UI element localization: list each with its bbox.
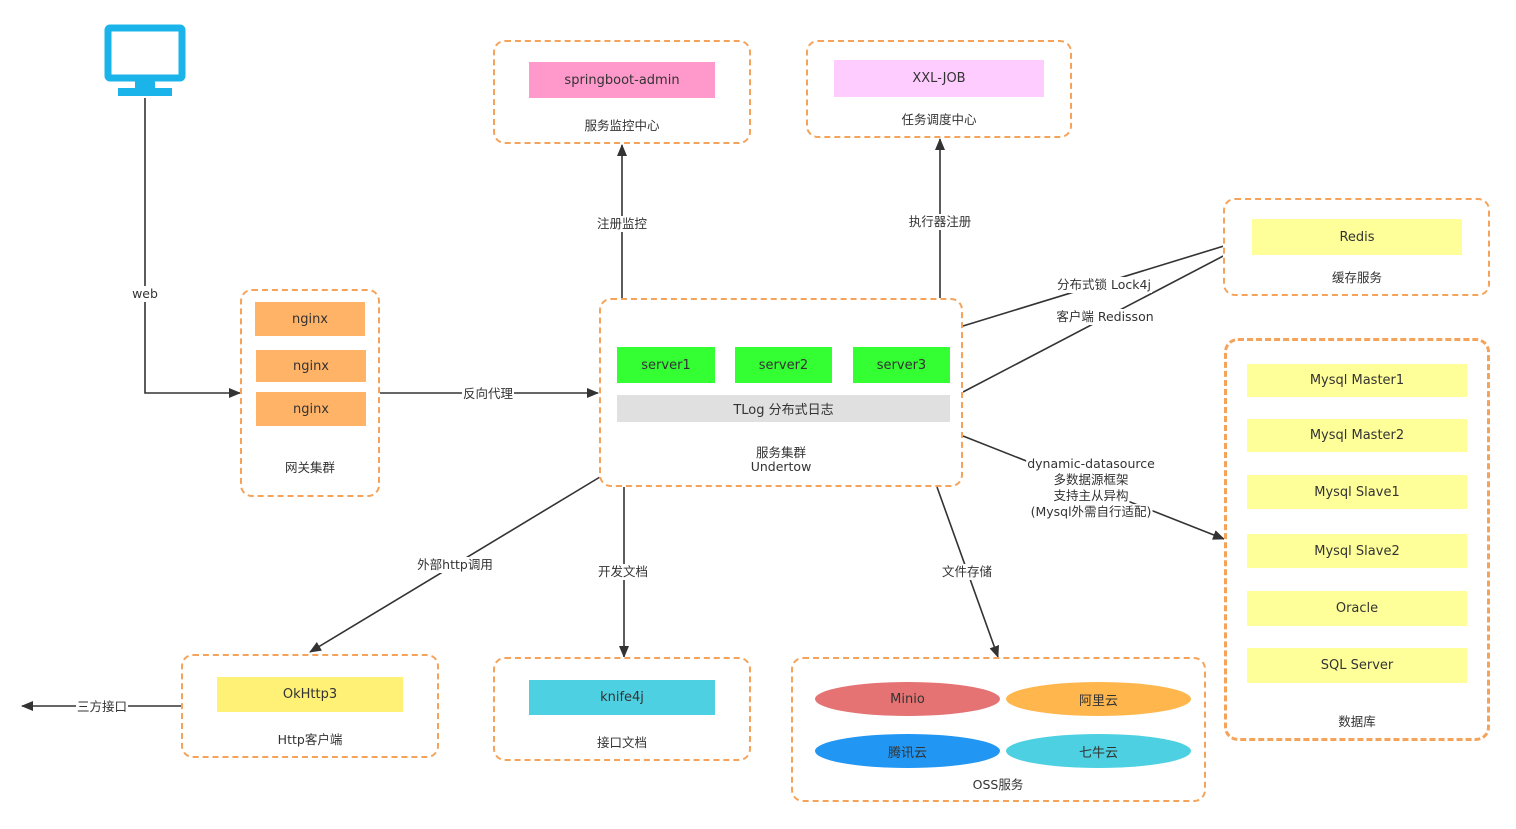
tlog-bar[interactable]: TLog 分布式日志	[617, 395, 950, 422]
datasource-label-line3: 支持主从异构	[1052, 488, 1130, 504]
lock4j-label: 分布式锁 Lock4j	[1056, 277, 1152, 293]
nginx-node-1[interactable]: nginx	[255, 302, 365, 336]
server2-node[interactable]: server2	[735, 347, 832, 383]
oracle-node[interactable]: Oracle	[1247, 591, 1467, 626]
dev-docs-label: 开发文档	[596, 564, 650, 580]
server3-node[interactable]: server3	[853, 347, 950, 383]
monitor-icon	[104, 24, 186, 96]
mysql-master1-node[interactable]: Mysql Master1	[1247, 364, 1467, 397]
okhttp3-node[interactable]: OkHttp3	[217, 677, 403, 712]
xxl-job-node[interactable]: XXL-JOB	[834, 60, 1044, 97]
knife4j-node[interactable]: knife4j	[529, 680, 715, 715]
executor-register-label: 执行器注册	[907, 214, 973, 230]
redis-node[interactable]: Redis	[1252, 219, 1462, 255]
web-connector	[144, 98, 241, 398]
register-monitor-label: 注册监控	[595, 216, 649, 232]
nginx-node-3[interactable]: nginx	[256, 392, 366, 426]
aliyun-node[interactable]: 阿里云	[1006, 682, 1191, 716]
datasource-label-line1: dynamic-datasource	[1026, 456, 1156, 472]
database-caption: 数据库	[1338, 714, 1376, 729]
api-docs-caption: 接口文档	[596, 735, 648, 750]
datasource-label-line4: (Mysql外需自行适配)	[1029, 504, 1153, 520]
datasource-label-line2: 多数据源框架	[1052, 472, 1130, 488]
springboot-admin-node[interactable]: springboot-admin	[529, 62, 715, 98]
redisson-label: 客户端 Redisson	[1055, 309, 1155, 325]
nginx-node-2[interactable]: nginx	[256, 350, 366, 382]
mysql-slave2-node[interactable]: Mysql Slave2	[1247, 534, 1467, 568]
web-edge-label: web	[131, 286, 159, 302]
sql-server-node[interactable]: SQL Server	[1247, 648, 1467, 683]
gateway-caption: 网关集群	[284, 460, 336, 475]
service-cluster	[599, 298, 963, 487]
qiniu-cloud-node[interactable]: 七牛云	[1006, 734, 1191, 768]
http-client-caption: Http客户端	[277, 732, 343, 747]
file-storage-label: 文件存储	[940, 564, 994, 580]
server1-node[interactable]: server1	[617, 347, 715, 383]
minio-node[interactable]: Minio	[815, 682, 1000, 716]
oss-group	[791, 657, 1206, 802]
scheduler-caption: 任务调度中心	[901, 112, 977, 127]
third-party-label: 三方接口	[75, 699, 129, 715]
oss-caption: OSS服务	[972, 777, 1024, 792]
external-http-label: 外部http调用	[416, 557, 494, 573]
reverse-proxy-label: 反向代理	[461, 386, 515, 402]
tencent-cloud-node[interactable]: 腾讯云	[815, 734, 1000, 768]
mysql-slave1-node[interactable]: Mysql Slave1	[1247, 475, 1467, 509]
mysql-master2-node[interactable]: Mysql Master2	[1247, 419, 1467, 452]
monitor-caption: 服务监控中心	[584, 118, 660, 133]
service-caption-line1: 服务集群	[755, 445, 807, 460]
service-caption-line2: Undertow	[750, 459, 812, 474]
cache-caption: 缓存服务	[1331, 270, 1383, 285]
